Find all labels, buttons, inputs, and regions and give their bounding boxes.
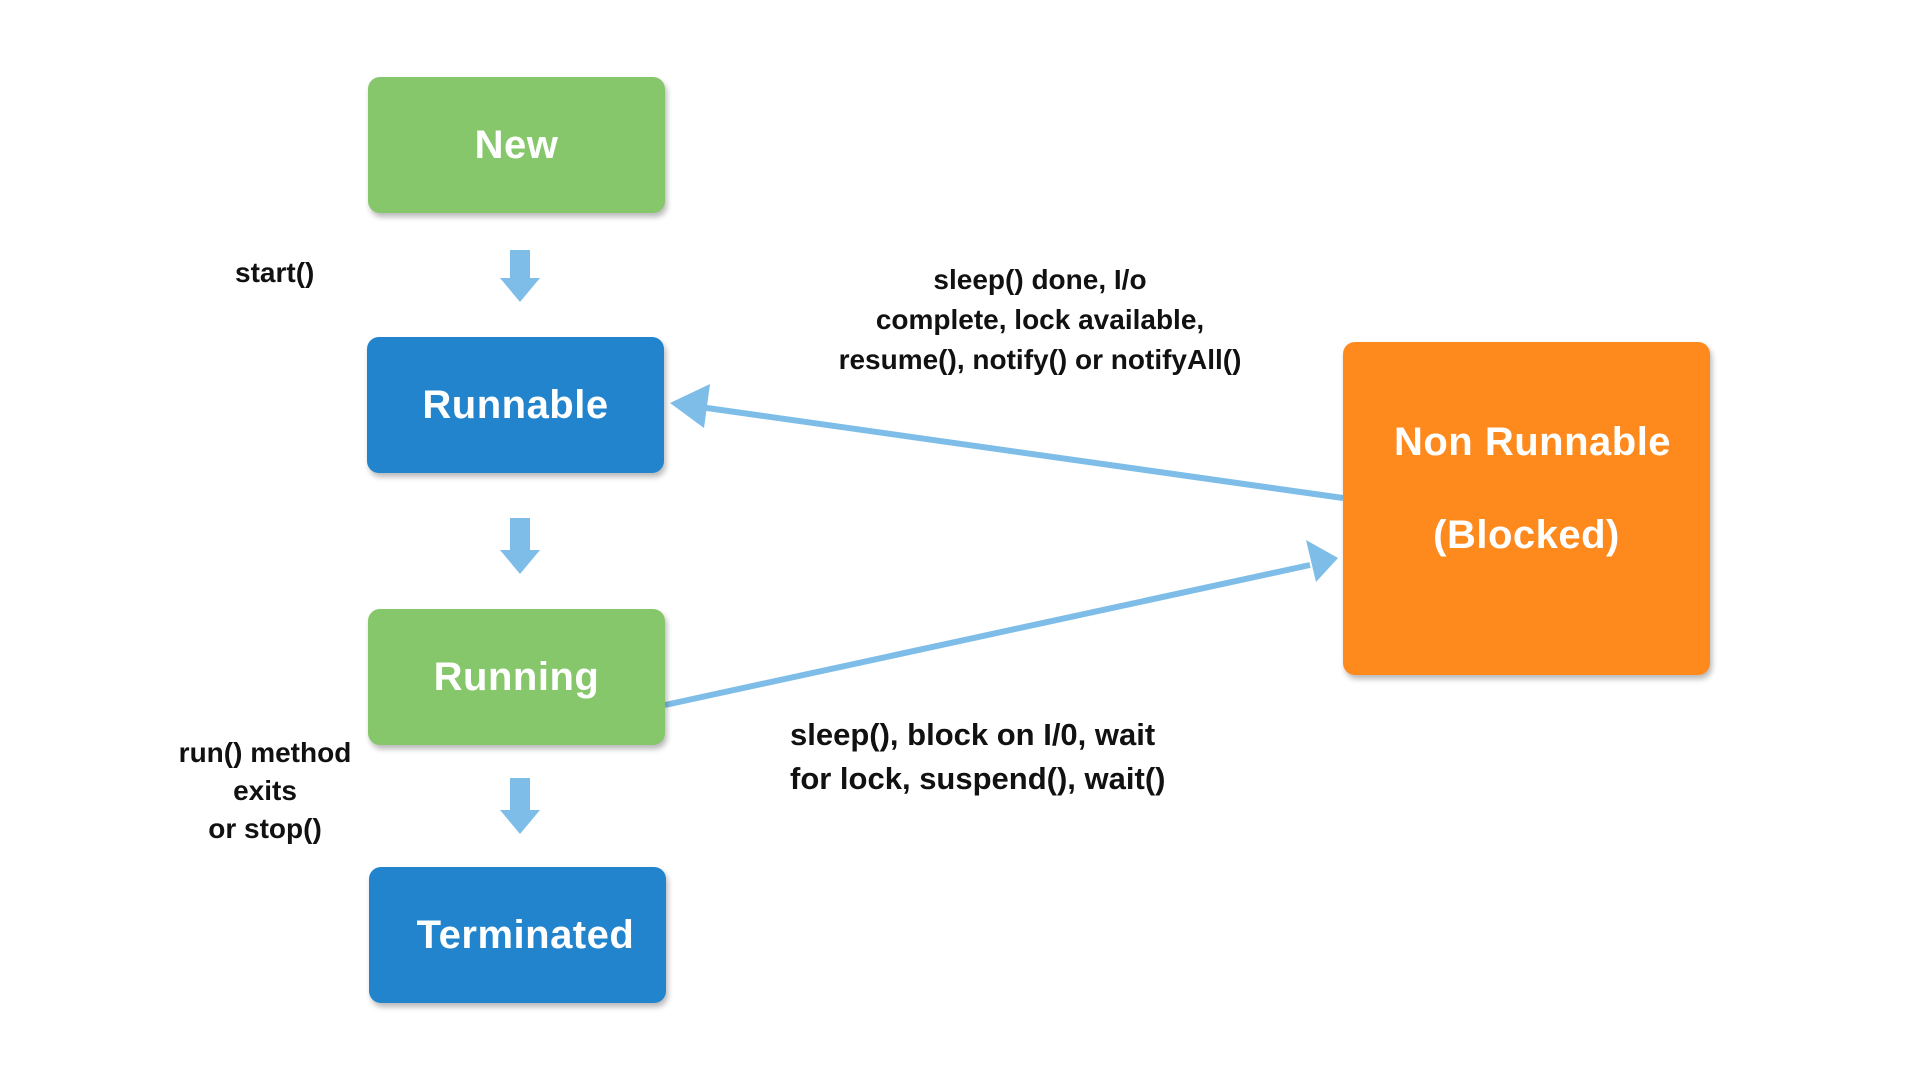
arrow-running-to-blocked [664, 562, 1311, 708]
block-label-line2: for lock, suspend(), wait() [790, 761, 1166, 796]
resume-label-line3: resume(), notify() or notifyAll() [838, 344, 1242, 375]
arrow-runnable-to-running [500, 518, 540, 574]
arrow-running-to-terminated [500, 778, 540, 834]
state-runnable-label: Runnable [422, 382, 609, 427]
transition-label-start: start() [235, 255, 355, 291]
block-label-line1: sleep(), block on I/0, wait [790, 717, 1156, 752]
resume-label-line2: complete, lock available, [875, 304, 1205, 335]
exit-label-line1: run() method [178, 737, 352, 768]
transition-label-resume: sleep() done, I/o complete, lock availab… [800, 260, 1280, 380]
transition-label-exit: run() method exits or stop() [160, 734, 370, 848]
transition-label-block: sleep(), block on I/0, wait for lock, su… [790, 713, 1220, 801]
state-new-label: New [474, 122, 559, 167]
state-terminated: Terminated [369, 867, 666, 1003]
exit-label-line2: exits [233, 775, 297, 806]
state-terminated-label: Terminated [416, 912, 635, 957]
arrowhead-runnable [670, 384, 710, 428]
exit-label-line3: or stop() [208, 813, 322, 844]
state-running-label: Running [433, 654, 600, 699]
state-non-runnable-blocked: Non Runnable (Blocked) [1343, 342, 1710, 675]
arrow-new-to-runnable [500, 250, 540, 302]
state-new: New [368, 77, 665, 213]
resume-label-line1: sleep() done, I/o [933, 264, 1147, 295]
state-blocked-label-line1: Non Runnable [1393, 420, 1672, 464]
start-label-text: start() [235, 257, 315, 288]
state-blocked-label-line2: (Blocked) [1433, 513, 1620, 557]
arrowhead-blocked [1306, 540, 1338, 582]
state-runnable: Runnable [367, 337, 664, 473]
state-running: Running [368, 609, 665, 745]
arrow-blocked-to-runnable [699, 404, 1344, 501]
